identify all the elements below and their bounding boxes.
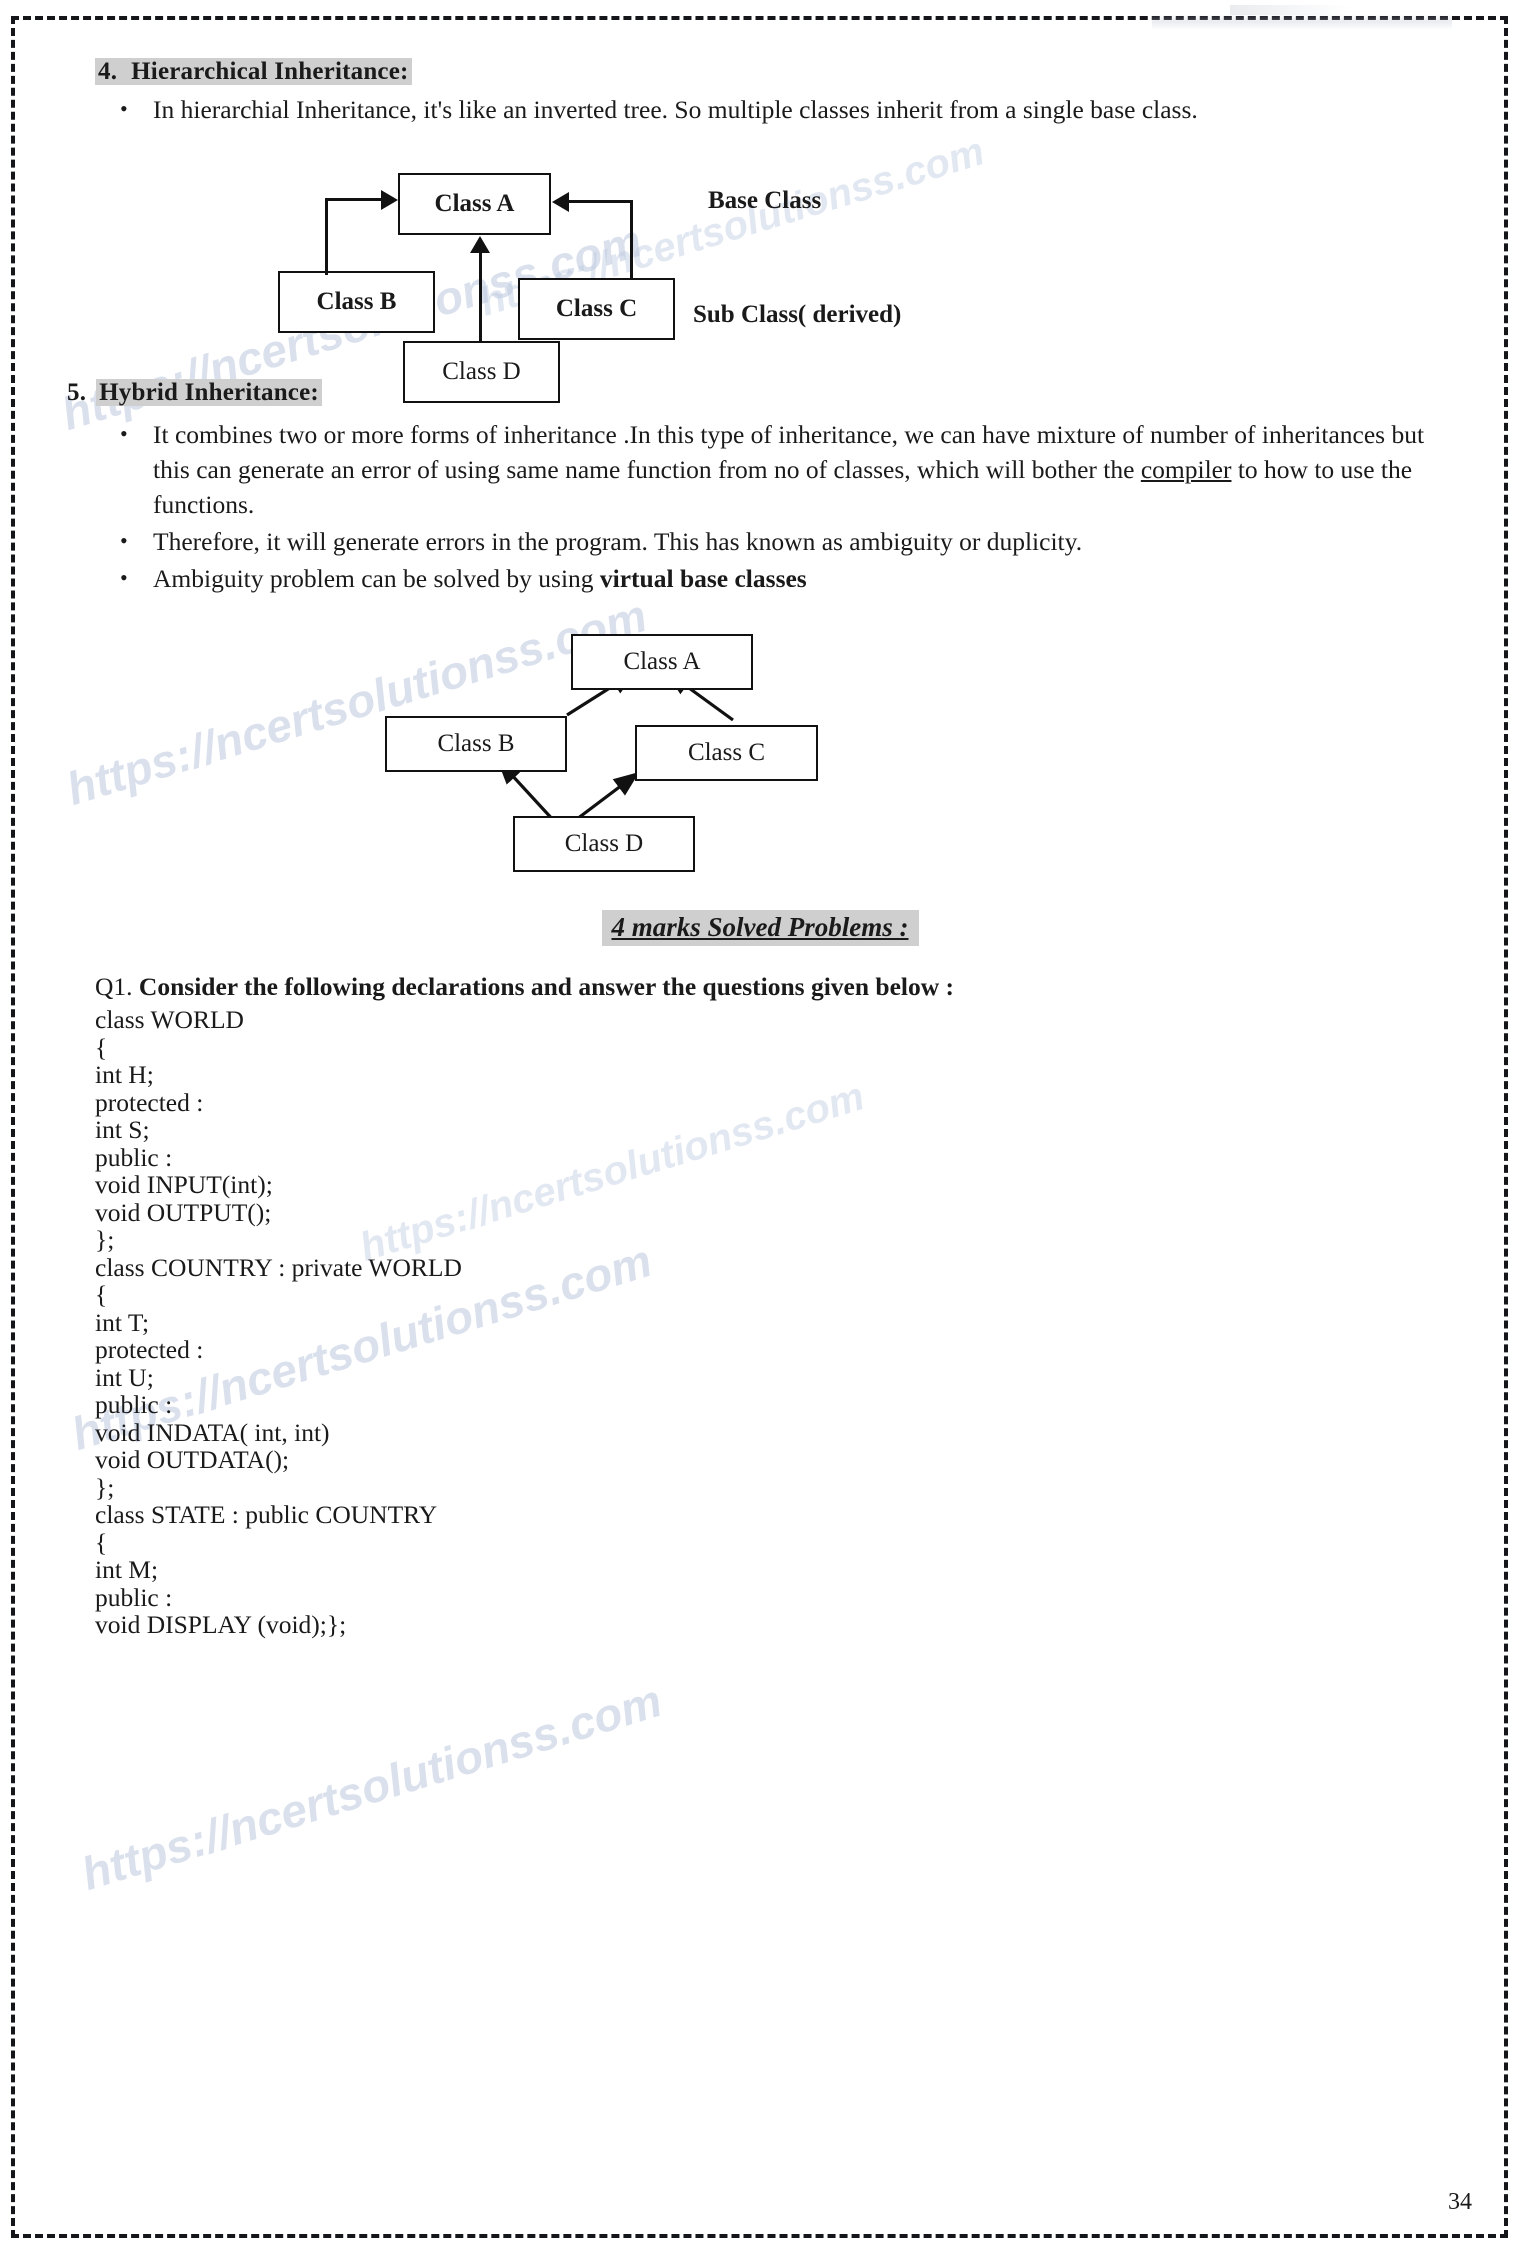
connector-d-to-a-vertical xyxy=(479,251,482,343)
diagram-box-class-d: Class D xyxy=(513,816,695,872)
label-base-class: Base Class xyxy=(708,187,822,214)
code-line: class COUNTRY : private WORLD xyxy=(95,1252,462,1282)
code-line: { xyxy=(95,1032,108,1062)
code-line: int U; xyxy=(95,1362,154,1392)
diagram-hierarchical-inheritance: Class A Class B Class C Class D Base Cla… xyxy=(95,143,1425,403)
code-line: void DISPLAY (void);}; xyxy=(95,1610,347,1639)
question-text: Consider the following declarations and … xyxy=(138,972,955,1001)
connector-c-to-a-vertical xyxy=(630,200,633,280)
code-line: public : xyxy=(95,1582,173,1612)
section-number: 5. xyxy=(67,379,87,406)
question-line: Q1. Consider the following declarations … xyxy=(95,972,1425,1002)
label-sub-class: Sub Class( derived) xyxy=(693,301,902,328)
code-line: int S; xyxy=(95,1115,150,1144)
section-title: Hierarchical Inheritance: xyxy=(131,58,409,85)
bullet-list-hybrid: It combines two or more forms of inherit… xyxy=(95,416,1425,596)
scan-artifact xyxy=(1152,14,1452,30)
section-number: 4. xyxy=(98,58,118,85)
connector-b-to-a-horizontal xyxy=(325,198,383,201)
code-line: protected : xyxy=(95,1087,204,1117)
code-line: void OUTPUT(); xyxy=(95,1197,272,1227)
section-hybrid: 5. Hybrid Inheritance: It combines two or… xyxy=(67,379,1425,596)
list-item: In hierarchial Inheritance, it's like an… xyxy=(120,91,1425,127)
scan-artifact-secondary xyxy=(1230,5,1350,15)
code-line: int T; xyxy=(95,1307,150,1337)
diagram-hybrid-inheritance: Class A Class B Class C Class D xyxy=(95,630,1425,880)
list-item: Therefore, it will generate errors in th… xyxy=(120,523,1425,559)
solved-problems-banner-wrap: 4 marks Solved Problems : xyxy=(95,910,1425,946)
emphasis-virtual-base-classes: virtual base classes xyxy=(599,564,807,593)
code-line: void INDATA( int, int) xyxy=(95,1417,330,1447)
section-heading-5: 5. Hybrid Inheritance: xyxy=(67,379,1425,407)
page-number: 34 xyxy=(1448,2189,1472,2215)
connector-b-to-a-vertical xyxy=(325,198,328,275)
solved-problems-banner: 4 marks Solved Problems : xyxy=(601,910,919,946)
code-line: }; xyxy=(95,1225,115,1254)
watermark: https://ncertsolutionss.com xyxy=(75,1673,668,1901)
section-hierarchical: 4. Hierarchical Inheritance: In hierarchi… xyxy=(95,58,1425,127)
diagram-box-class-a: Class A xyxy=(398,173,551,235)
section-title: Hybrid Inheritance: xyxy=(96,379,322,406)
question-number: Q1. xyxy=(95,972,133,1001)
code-line: void OUTDATA(); xyxy=(95,1445,290,1474)
diagram-box-class-c: Class C xyxy=(518,278,675,340)
arrowhead-b-to-a xyxy=(381,190,398,210)
code-line: int H; xyxy=(95,1060,154,1089)
code-declarations: class WORLD{int H;protected :int S;publi… xyxy=(95,1006,1425,1639)
code-line: { xyxy=(95,1527,108,1557)
list-item: It combines two or more forms of inherit… xyxy=(120,416,1425,522)
list-item: Ambiguity problem can be solved by using… xyxy=(120,560,1425,596)
code-line: int M; xyxy=(95,1555,159,1584)
code-line: public : xyxy=(95,1142,173,1172)
code-line: class STATE : public COUNTRY xyxy=(95,1500,438,1529)
diagram-box-class-b: Class B xyxy=(385,716,567,772)
diagram-box-class-a: Class A xyxy=(571,634,753,690)
code-line: { xyxy=(95,1280,108,1309)
arrowhead-c-to-a xyxy=(552,192,569,212)
code-line: protected : xyxy=(95,1335,204,1364)
diagram-box-class-c: Class C xyxy=(635,725,818,781)
page-content: 4. Hierarchical Inheritance: In hierarchi… xyxy=(67,58,1425,1639)
diagram-box-class-d: Class D xyxy=(403,341,560,403)
code-line: }; xyxy=(95,1472,115,1502)
code-line: class WORLD xyxy=(95,1005,244,1034)
bullet-list-hierarchical: In hierarchial Inheritance, it's like an… xyxy=(95,91,1425,127)
code-line: void INPUT(int); xyxy=(95,1170,273,1199)
diagram-box-class-b: Class B xyxy=(278,271,435,333)
section-heading-4: 4. Hierarchical Inheritance: xyxy=(95,58,1425,86)
code-line: public : xyxy=(95,1390,173,1419)
connector-c-to-a-horizontal xyxy=(569,200,630,203)
arrowhead-d-to-a xyxy=(470,236,490,253)
emphasis-compiler: compiler xyxy=(1140,455,1232,484)
